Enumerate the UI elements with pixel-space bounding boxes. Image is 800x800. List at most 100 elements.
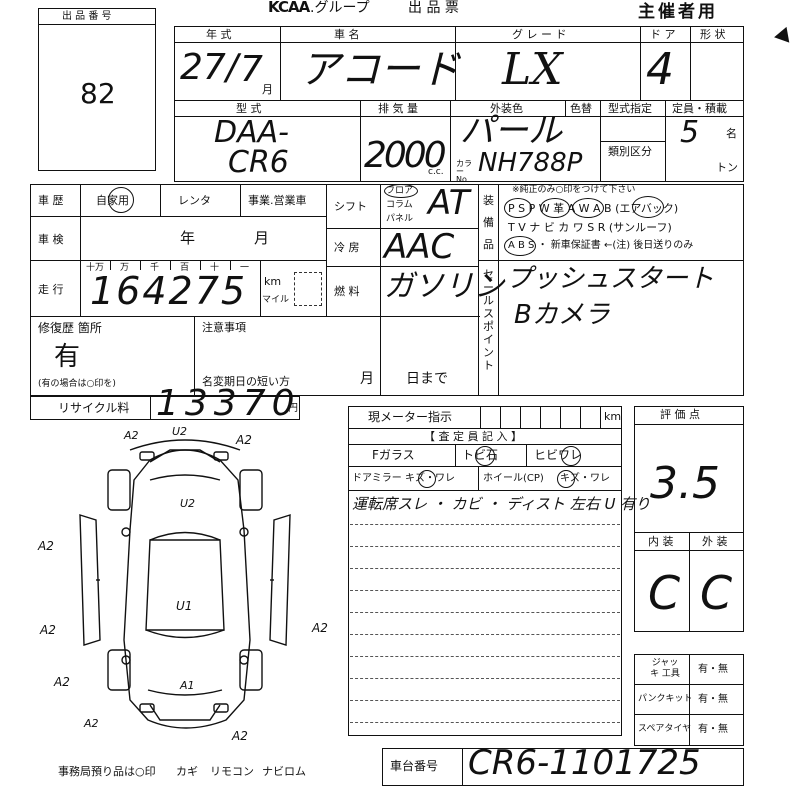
repair-label: 修復歴 箇所 [38, 321, 102, 335]
puncture-label: パンクキット [638, 694, 693, 704]
damage-mark-1: A2 [124, 429, 139, 442]
mirror-label: ドアミラー キズ・ワレ [352, 473, 455, 484]
model-designation-label: 型式指定 [608, 102, 652, 115]
equip-circle-abs [504, 236, 536, 256]
capacity-label: 定員・積載 [672, 102, 727, 115]
notice-day-unit: 日まで [406, 371, 448, 387]
equipment-row-2: T V ナ ビ カ ワ S R (サンルーフ) [508, 221, 672, 234]
sales-point-line-1: プッシュスタート [506, 264, 715, 294]
shift-value: AT [428, 183, 470, 223]
sales-point-label: セールスポイント [483, 268, 494, 372]
wheel-label: ホイール(CP) [483, 473, 544, 484]
spare-option: 有・無 [698, 724, 728, 735]
capacity-value: 5 [680, 115, 700, 150]
office-note: 事務局預り品は○印 [58, 765, 156, 778]
damage-mark-12: A2 [232, 729, 248, 743]
year-label: 年 式 [206, 28, 232, 41]
shift-circle-mark [384, 184, 418, 198]
damage-mark-8: A2 [312, 621, 328, 635]
model-label: 型 式 [236, 102, 262, 115]
color-change-label: 色替 [570, 102, 592, 115]
recycle-value: 13370 [156, 383, 301, 424]
damage-mark-5: U2 [180, 497, 196, 510]
shape-label: 形 状 [700, 28, 726, 41]
damage-mark-10: A1 [180, 679, 195, 692]
grade-value: 3.5 [650, 458, 720, 509]
fuel-label: 燃 料 [334, 285, 360, 298]
interior-label: 内 装 [648, 535, 674, 548]
notice-label: 注意事項 [202, 321, 246, 334]
inspector-remark: 運転席スレ ・ カビ ・ ディスト 左右 U 有り [352, 495, 651, 513]
notice-month-unit: 月 [360, 371, 374, 387]
displacement-value: 2000 [364, 135, 447, 176]
ac-label: 冷 房 [334, 241, 360, 254]
equipment-note: ※純正のみ○印をつけて下さい [512, 185, 636, 195]
lot-number-value: 82 [80, 77, 116, 110]
jack-label: ジャッキ 工具 [650, 658, 680, 679]
recycle-box [30, 396, 300, 420]
model-value-2: CR6 [228, 145, 289, 180]
damage-mark-9: A2 [54, 675, 70, 689]
recycle-label: リサイクル料 [58, 401, 130, 415]
equip-circle-ps [504, 198, 532, 218]
damage-mark-11: A2 [84, 717, 99, 730]
history-option-business: 事業.営業車 [248, 194, 307, 207]
fuel-value: ガソリン [384, 269, 504, 304]
wheel-cond-label: キズ・ワレ [560, 473, 610, 484]
damage-mark-4: A2 [38, 539, 54, 553]
mile-unit: マイル [262, 295, 290, 305]
equip-circle-aw [572, 198, 604, 218]
recycle-unit: 円 [288, 403, 298, 414]
spare-label: スペアタイヤ [638, 724, 692, 734]
lot-number-box [38, 8, 156, 171]
footer-item-navirom: ナビロム [262, 765, 306, 778]
exterior-value: C [700, 566, 733, 620]
footer-item-key: カギ [176, 765, 198, 778]
middle-grid [30, 184, 744, 396]
car-name-label: 車 名 [334, 28, 360, 41]
equipment-label: 装 備 品 [483, 194, 494, 251]
equipment-row-3: A B S ・ 新車保証書 ←(注) 後日送りのみ [508, 240, 694, 251]
inspector-label: 【 査 定 員 記 入 】 [424, 430, 522, 443]
inspection-label: 車 検 [38, 233, 64, 246]
meter-label: 現メーター指示 [368, 410, 453, 424]
footer-item-remote: リモコン [210, 765, 254, 778]
door-value: 4 [646, 44, 674, 95]
classification-label: 類別区分 [608, 145, 652, 158]
crack-circle-mark [561, 446, 581, 466]
grade-label: 評 価 点 [660, 408, 700, 421]
puncture-option: 有・無 [698, 694, 728, 705]
repair-note: (有の場合は○印を) [38, 379, 116, 389]
repair-value: 有 [54, 342, 81, 372]
mile-checkbox [294, 272, 322, 306]
meter-unit: km [604, 410, 622, 423]
interior-value: C [648, 566, 681, 620]
year-value: 27 [180, 47, 226, 88]
displacement-label: 排 気 量 [378, 102, 418, 115]
f-glass-label: Fガラス [372, 448, 415, 462]
damage-mark-3: A2 [236, 433, 252, 447]
history-circle-mark [108, 187, 134, 213]
damage-mark-2: U2 [172, 425, 188, 438]
inspection-year-unit: 年 [180, 229, 196, 247]
mileage-label: 走 行 [38, 283, 64, 296]
color-no-value: NH788P [478, 148, 583, 178]
history-label: 車 歴 [38, 194, 64, 207]
lot-number-label: 出 品 番 号 [62, 11, 112, 22]
equip-circle-ab [632, 196, 664, 218]
ac-value: AAC [384, 227, 455, 267]
brand-logo: KCAA [268, 0, 310, 16]
inspection-short-label: 名変期日の短い方 [202, 375, 290, 388]
exterior-label: 外 装 [702, 535, 728, 548]
meter-box [348, 406, 622, 736]
equip-circle-pw [540, 198, 570, 218]
model-value-1: DAA- [214, 115, 289, 150]
chassis-label: 車台番号 [390, 759, 439, 773]
history-option-rental: レンタ [178, 194, 211, 207]
exterior-color-value: パール [460, 111, 562, 151]
chassis-box [382, 748, 744, 786]
damage-mark-7: A2 [40, 623, 56, 637]
group-label: .グループ [310, 0, 370, 16]
sales-point-line-2: Bカメラ [514, 300, 610, 330]
